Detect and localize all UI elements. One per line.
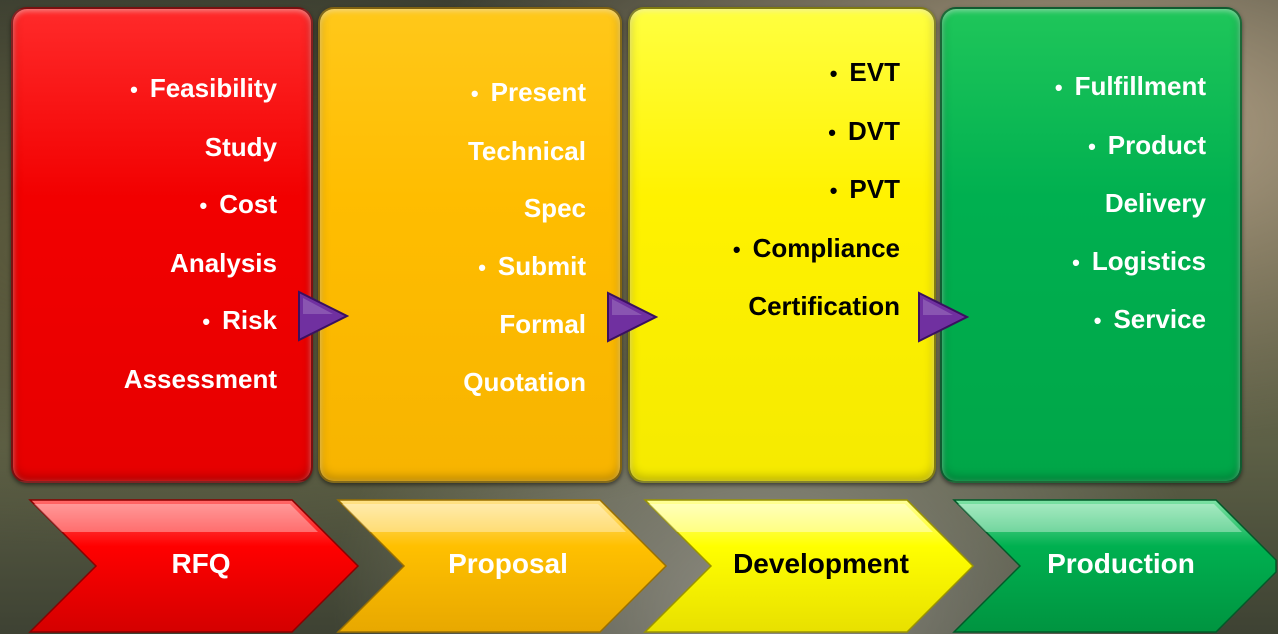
stage-item: • Present: [350, 64, 586, 123]
stage-item-text: Present: [490, 77, 586, 107]
stage-item: • Logistics: [972, 233, 1206, 292]
stage-item: Quotation: [350, 354, 586, 412]
stage-item: • Compliance: [660, 220, 900, 279]
stage-item: Study: [43, 119, 277, 177]
bullet-icon: •: [1072, 249, 1080, 275]
bullet-icon: •: [1093, 308, 1102, 333]
connector-arrow-icon: [607, 291, 658, 343]
stage-label-rfq: RFQ: [171, 548, 231, 579]
stage-label-development: Development: [733, 548, 909, 579]
stage-item-text: Technical: [467, 135, 586, 166]
stage-item-text: Submit: [497, 250, 586, 281]
stage-item-text: DVT: [848, 115, 900, 146]
stage-item-text: Assessment: [123, 363, 277, 394]
stage-item: • Risk: [43, 292, 277, 351]
stage-item-text: Delivery: [1104, 188, 1206, 218]
stage-chevron-development: [643, 499, 975, 633]
stage-item-text: Cost: [219, 189, 277, 219]
stage-chevron-rfq: [28, 499, 360, 633]
stage-item-text: EVT: [849, 57, 900, 87]
stage-label-production: Production: [1047, 548, 1195, 579]
stage-item: Assessment: [43, 351, 277, 409]
stage-item-text: Service: [1113, 304, 1206, 334]
stage-item: Formal: [350, 296, 586, 354]
stage-item: Spec: [350, 180, 586, 238]
stage-item: Technical: [350, 123, 586, 181]
stage-item: • DVT: [660, 103, 900, 162]
bullet-icon: •: [478, 254, 486, 280]
bullet-icon: •: [199, 193, 208, 218]
stage-item: • Service: [972, 291, 1206, 350]
stage-item-text: Spec: [523, 193, 586, 223]
bullet-icon: •: [829, 61, 838, 86]
stage-item-text: Product: [1107, 129, 1206, 160]
bullet-icon: •: [828, 119, 836, 145]
stage-item-text: Compliance: [752, 232, 900, 263]
stage-item: • PVT: [660, 161, 900, 220]
stage-item-text: Fulfillment: [1074, 71, 1206, 101]
stage-item-text: Formal: [499, 309, 586, 339]
bullet-icon: •: [1054, 75, 1063, 100]
stage-label-proposal: Proposal: [448, 548, 568, 579]
stage-item: Delivery: [972, 175, 1206, 233]
stage-item: • Fulfillment: [972, 58, 1206, 117]
stage-item-text: Logistics: [1091, 245, 1206, 276]
bullet-icon: •: [130, 77, 138, 102]
stage-item: • EVT: [660, 44, 900, 103]
stage-item-text: Risk: [222, 305, 277, 335]
stage-item: Analysis: [43, 235, 277, 293]
bullet-icon: •: [732, 236, 741, 262]
stage-item-text: Study: [204, 131, 277, 162]
bullet-icon: •: [829, 178, 838, 203]
stage-item-text: Quotation: [463, 366, 586, 397]
stage-item: • Product: [972, 117, 1206, 176]
stage-chevron-proposal: [336, 499, 668, 633]
stage-item: • Cost: [43, 176, 277, 235]
connector-arrow-icon: [298, 290, 349, 342]
bullet-icon: •: [470, 81, 479, 106]
stage-item: • Submit: [350, 238, 586, 297]
stage-item-text: Analysis: [170, 247, 277, 278]
stage-item-text: Feasibility: [149, 73, 277, 103]
bullet-icon: •: [1088, 133, 1096, 159]
stage-item-text: Certification: [748, 291, 900, 321]
stage-item-text: PVT: [849, 174, 900, 204]
bullet-icon: •: [202, 309, 211, 334]
stage-chevron-production: [952, 499, 1277, 633]
stage-item: Certification: [660, 278, 900, 336]
connector-arrow-icon: [918, 291, 969, 343]
stage-item: • Feasibility: [43, 60, 277, 119]
